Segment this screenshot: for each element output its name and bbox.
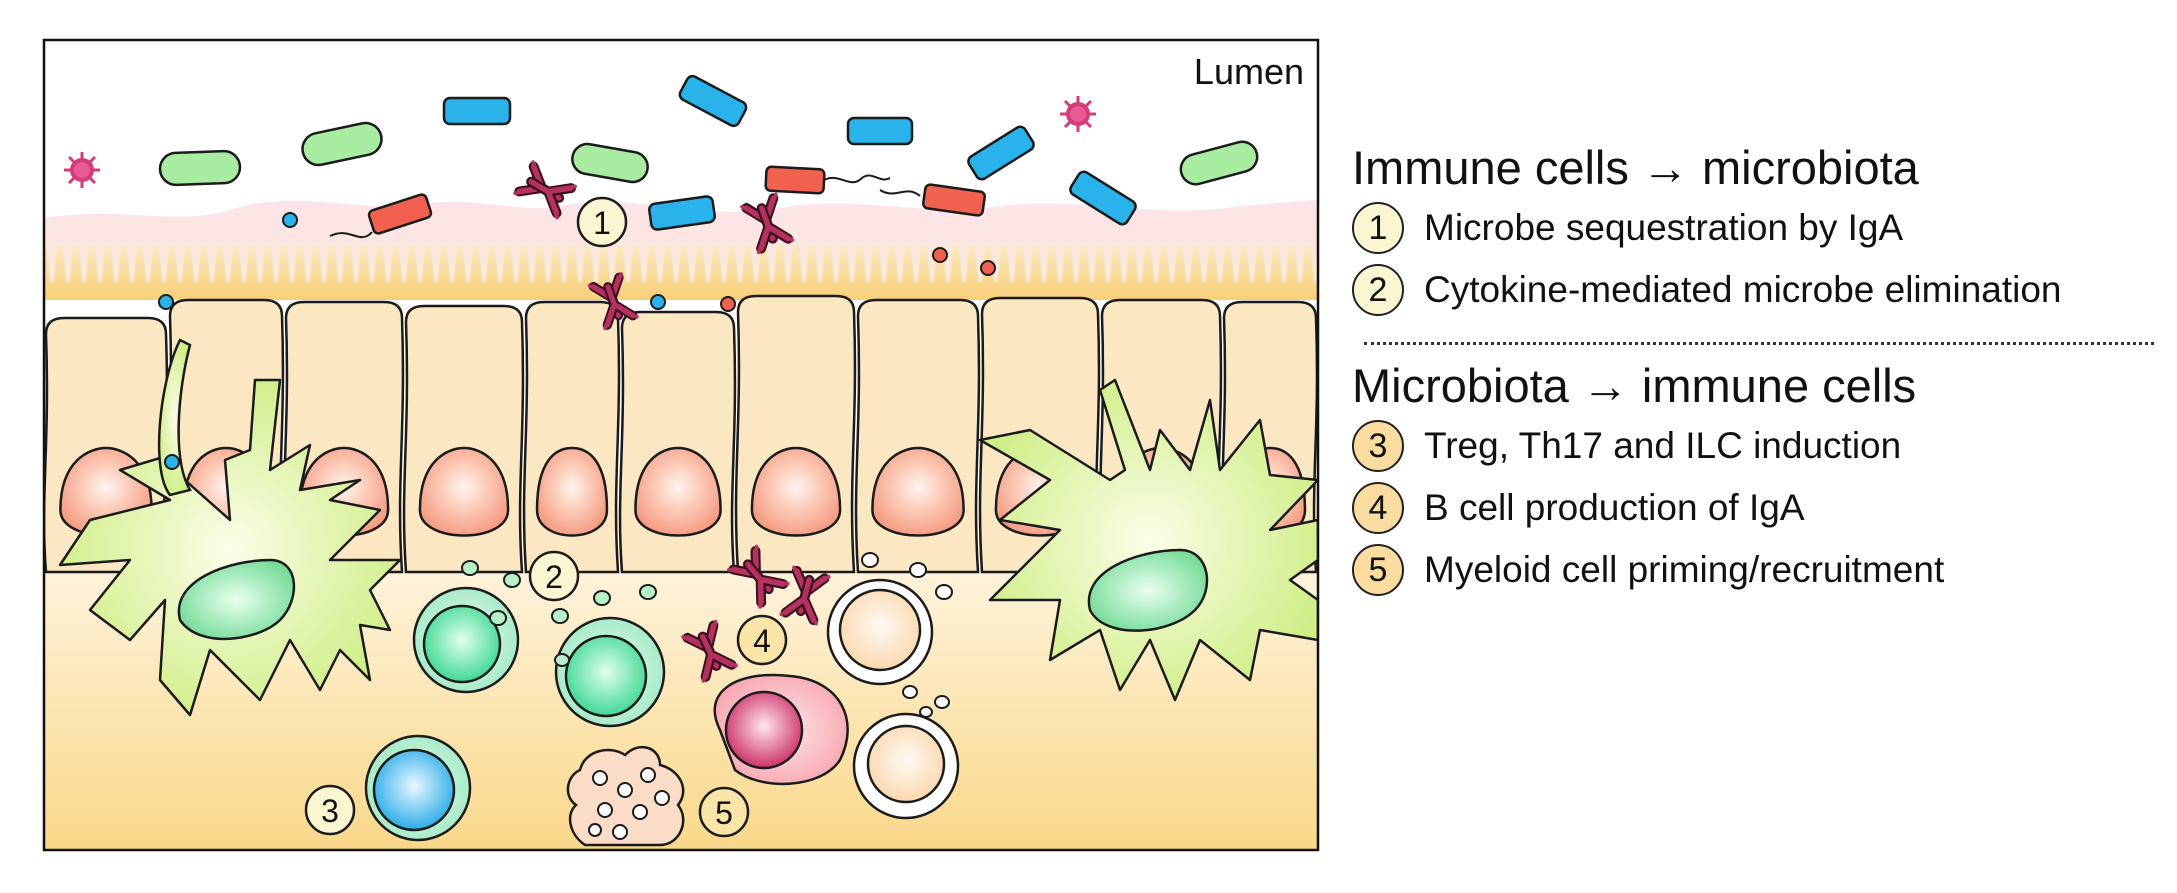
- legend-text-5: Myeloid cell priming/recruitment: [1424, 549, 1945, 590]
- gut-illustration: Lumen 1 2 3 4 5: [42, 38, 1320, 852]
- virus-particle: [64, 152, 100, 188]
- epithelial-nucleus: [750, 446, 842, 537]
- immune-cell: [852, 712, 960, 820]
- t-cell: [554, 616, 666, 728]
- legend-item-2: 2 Cytokine-mediated microbe elimination: [1352, 264, 2062, 316]
- legend-text-4: B cell production of IgA: [1424, 487, 1805, 528]
- legend-badge-4: 4: [1352, 482, 1404, 534]
- legend-heading-immune-to-microbiota: Immune cells → microbiota: [1352, 141, 1919, 194]
- marker-4: 4: [736, 614, 788, 666]
- legend-text-2: Cytokine-mediated microbe elimination: [1424, 269, 2062, 310]
- epithelial-nucleus: [535, 446, 609, 537]
- svg-text:3: 3: [321, 793, 339, 829]
- marker-5: 5: [698, 786, 750, 838]
- svg-text:1: 1: [593, 205, 611, 241]
- marker-3: 3: [304, 784, 356, 836]
- legend-badge-5: 5: [1352, 544, 1404, 596]
- svg-text:4: 4: [753, 623, 771, 659]
- legend-text-3: Treg, Th17 and ILC induction: [1424, 425, 1902, 466]
- plasma-cell: [713, 673, 849, 786]
- legend-heading-microbiota-to-immune: Microbiota → immune cells: [1352, 359, 1917, 412]
- treg-cell: [364, 734, 472, 842]
- t-cell: [412, 586, 520, 694]
- epithelial-nucleus: [871, 446, 965, 537]
- microbiota: [158, 74, 1259, 470]
- epithelial-nucleus: [418, 446, 510, 537]
- legend-badge-2: 2: [1352, 264, 1404, 316]
- marker-2: 2: [528, 550, 580, 602]
- dendritic-cell-right: [978, 378, 1318, 702]
- cytokines-green: [461, 560, 657, 667]
- legend-badge-3: 3: [1352, 420, 1404, 472]
- legend-item-4: 4 B cell production of IgA: [1352, 482, 1805, 534]
- brush-border: [44, 246, 1318, 300]
- legend-item-3: 3 Treg, Th17 and ILC induction: [1352, 420, 1901, 472]
- legend: Immune cells → microbiota 1 Microbe sequ…: [1352, 0, 2162, 893]
- legend-divider: [1364, 342, 2154, 345]
- lumen-label: Lumen: [1194, 51, 1304, 92]
- marker-1: 1: [576, 196, 628, 248]
- legend-item-5: 5 Myeloid cell priming/recruitment: [1352, 544, 1944, 596]
- svg-text:2: 2: [545, 559, 563, 595]
- legend-item-1: 1 Microbe sequestration by IgA: [1352, 202, 1903, 254]
- legend-text-1: Microbe sequestration by IgA: [1424, 207, 1904, 248]
- svg-text:5: 5: [715, 795, 733, 831]
- myeloid-cell: [566, 745, 685, 847]
- cytokines-white: [861, 552, 953, 718]
- immune-cell: [826, 578, 934, 686]
- diagram-frame: [42, 38, 1320, 852]
- epithelial-nucleus: [634, 446, 722, 537]
- legend-badge-1: 1: [1352, 202, 1404, 254]
- virus-particle: [1060, 96, 1096, 132]
